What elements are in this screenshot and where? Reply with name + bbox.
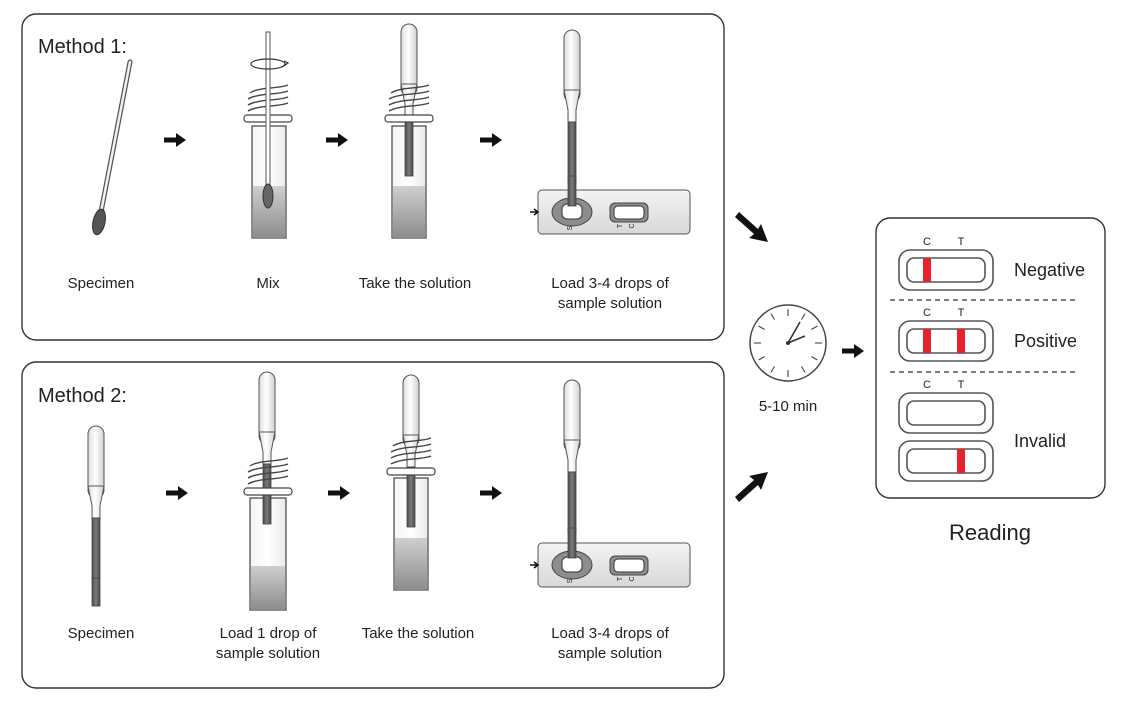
negative-label: Negative xyxy=(1014,260,1085,280)
swab-illustration xyxy=(92,59,133,236)
reading-title: Reading xyxy=(949,520,1031,545)
arrow-down-right-icon xyxy=(735,212,768,242)
col-c-header: C xyxy=(923,236,931,248)
dropper-specimen-illustration xyxy=(87,425,105,607)
m2-step2-label-line2: sample solution xyxy=(216,645,320,662)
m2-step1-label: Specimen xyxy=(68,625,135,642)
m2-step3-label: Take the solution xyxy=(362,625,475,642)
col-t-header: T xyxy=(958,379,965,391)
test-line-red xyxy=(957,329,965,353)
m1-step3-label: Take the solution xyxy=(359,275,472,292)
col-t-header: T xyxy=(958,236,965,248)
control-line-mark: C xyxy=(629,223,636,228)
cassette-loading-illustration-2: S T C xyxy=(530,379,691,588)
positive-label: Positive xyxy=(1014,331,1077,351)
sample-well-mark: S xyxy=(567,578,574,583)
cassette-loading-illustration: S T C xyxy=(530,29,691,235)
result-negative: C T Negative xyxy=(898,236,1085,291)
test-line-mark: T xyxy=(617,223,624,228)
col-c-header: C xyxy=(923,307,931,319)
sample-well-mark: S xyxy=(567,225,574,230)
method-1-frame xyxy=(21,13,725,341)
m2-step2-label-line1: Load 1 drop of xyxy=(220,625,318,642)
test-line-mark: T xyxy=(617,576,624,581)
col-t-header: T xyxy=(958,307,965,319)
tube-load-drop-illustration xyxy=(243,371,293,611)
timer-label: 5-10 min xyxy=(759,398,817,415)
control-line-red xyxy=(923,258,931,282)
clock-icon xyxy=(749,304,827,382)
method-2-title: Method 2: xyxy=(38,385,127,407)
m1-step1-label: Specimen xyxy=(68,275,135,292)
col-c-header: C xyxy=(923,379,931,391)
method-2-frame xyxy=(21,361,725,689)
m2-step4-label-line2: sample solution xyxy=(558,645,662,662)
timer-section: 5-10 min xyxy=(735,212,864,502)
control-line-red xyxy=(923,329,931,353)
m1-step2-label: Mix xyxy=(256,275,280,292)
method-1-title: Method 1: xyxy=(38,36,127,58)
tube-mix-illustration xyxy=(243,31,293,239)
arrow-right-icon xyxy=(842,344,864,358)
arrow-up-right-icon xyxy=(735,472,768,502)
method-1-panel: Method 1: Specimen Mix Take th xyxy=(21,13,725,341)
result-positive: C T Positive xyxy=(898,307,1077,362)
tube-dropper-illustration-2 xyxy=(386,374,436,591)
m1-step4-label-line2: sample solution xyxy=(558,295,662,312)
tube-dropper-illustration xyxy=(384,23,434,239)
result-invalid: C T Invalid xyxy=(898,379,1066,482)
invalid-label: Invalid xyxy=(1014,431,1066,451)
m1-step4-label-line1: Load 3-4 drops of xyxy=(551,275,669,292)
m2-step4-label-line1: Load 3-4 drops of xyxy=(551,625,669,642)
method-2-panel: Method 2: Specimen Load 1 drop of sample… xyxy=(21,361,725,689)
reading-panel: C T Negative C T Positive C T Invalid xyxy=(875,217,1106,499)
test-line-red xyxy=(957,449,965,473)
control-line-mark: C xyxy=(629,576,636,581)
